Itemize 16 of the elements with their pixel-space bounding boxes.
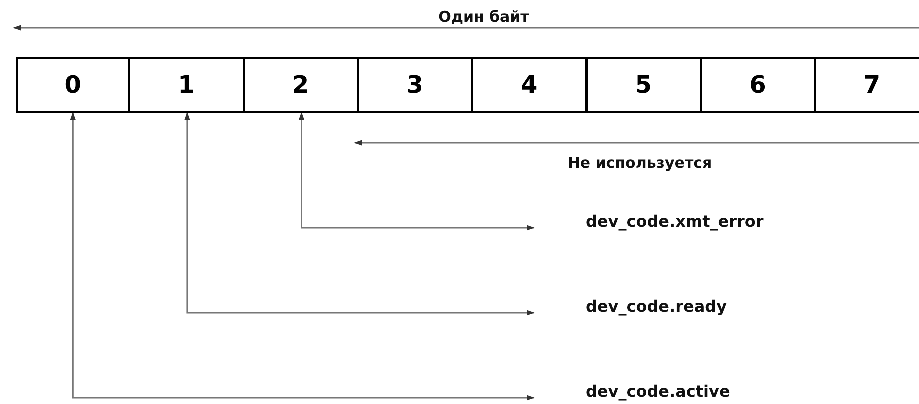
leader-arrow bbox=[184, 112, 535, 316]
field-name: dev_code.xmt_error bbox=[534, 212, 764, 232]
bit-cell: 7 bbox=[814, 57, 919, 113]
field-name: dev_code.ready bbox=[534, 297, 728, 317]
bit-cell: 2 bbox=[242, 57, 359, 113]
dimension-label: Один байт bbox=[438, 7, 530, 28]
leader-arrow bbox=[298, 112, 535, 231]
bit-cell: 0 bbox=[16, 57, 130, 113]
bit-cell: 5 bbox=[586, 57, 702, 113]
bit-cell: 1 bbox=[128, 57, 245, 113]
field-name: dev_code.active bbox=[534, 382, 730, 402]
bit-cell: 4 bbox=[471, 57, 588, 113]
bit-cell: 3 bbox=[356, 57, 474, 113]
leader-arrow bbox=[70, 112, 535, 401]
dimension-label: Не используется bbox=[566, 153, 714, 174]
bit-cell: 6 bbox=[700, 57, 816, 113]
